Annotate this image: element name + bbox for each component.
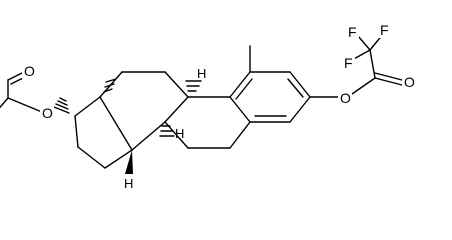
bond-layer [0, 33, 403, 174]
bond-c-f-bottom [357, 35, 371, 51]
tfa-ester-oxygen-label: O [340, 90, 351, 106]
hash-bond-c8-h [159, 125, 175, 137]
bond-carbonyl-o [374, 77, 403, 86]
bond-c9-c8 [164, 96, 189, 123]
bond-acetyl-carbonyl-double [10, 77, 24, 85]
bond-c3-c4 [289, 96, 311, 123]
bond-arom-double-2 [287, 78, 304, 98]
bond-c17-c16 [74, 115, 79, 148]
acetate-ester-oxygen-label: O [42, 105, 53, 121]
bond-c8-c14 [131, 121, 166, 151]
bond-c13-c12 [99, 71, 123, 98]
fluorine-left-label: F [344, 55, 353, 71]
bond-o-carbonyl [351, 77, 376, 95]
bond-arom-double-1 [235, 78, 253, 100]
structure-canvas: O O O O F F F H H H [0, 22, 416, 191]
hash-bond-c17-o [53, 97, 70, 114]
bond-c11-c9 [164, 71, 189, 98]
bond-c6-c5 [229, 121, 251, 149]
wedge-bond-c14-h [125, 150, 133, 174]
bond-carbonyl-o-double [374, 72, 403, 81]
hydrogen-c8-label: H [175, 126, 184, 141]
label-layer: O O O O F F F H H H [22, 22, 416, 191]
hash-bond-c9-h [185, 80, 202, 92]
bond-c2-c3 [289, 71, 311, 98]
hydrogen-c9-label: H [197, 66, 206, 81]
bond-carbonyl-cf3 [369, 49, 376, 79]
acetate-carbonyl-oxygen-label: O [24, 63, 35, 79]
bond-c16-c15 [77, 146, 106, 169]
bond-acetyl-carbonyl-o [7, 97, 43, 113]
bond-acetyl-carbonyl [7, 71, 25, 81]
bond-c5-c10 [229, 96, 251, 123]
tfa-carbonyl-oxygen-label: O [404, 74, 415, 90]
chemical-structure-diagram: O O O O F F F H H H [0, 22, 416, 191]
bond-acetyl-c-c [0, 97, 9, 109]
bond-c15-c14 [104, 149, 133, 169]
hydrogen-c14-label: H [124, 176, 133, 191]
bond-c14-c13 [99, 96, 133, 151]
bond-c10-c1 [229, 71, 251, 98]
bond-c17-c13 [74, 96, 101, 117]
fluorine-top-label: F [380, 22, 389, 38]
fluorine-bottom-label: F [348, 24, 357, 40]
